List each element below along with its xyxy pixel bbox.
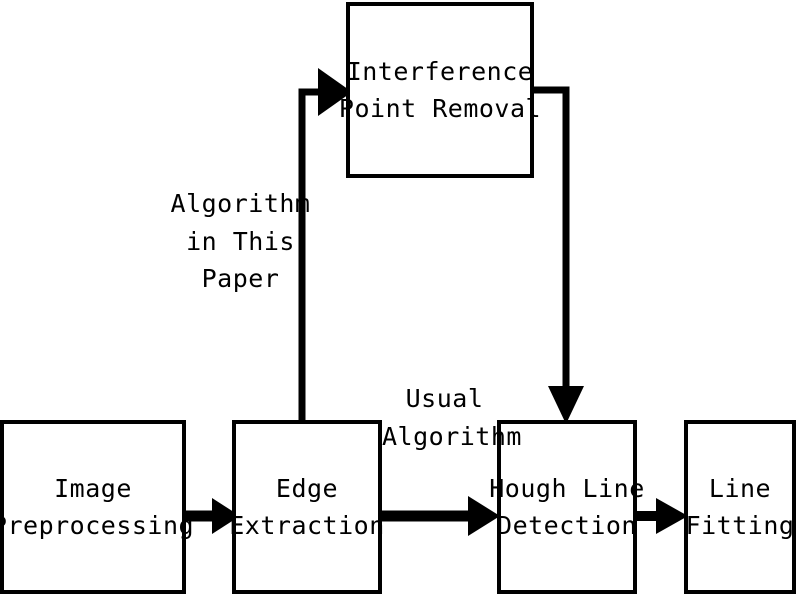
node-interference-point-removal-line-2: Point Removal xyxy=(338,94,542,123)
node-edge-extraction-line-1: Edge xyxy=(275,474,339,503)
node-image-preprocessing[interactable]: Image Preprocessing xyxy=(0,420,194,594)
edge-label-algorithm-in-this-paper: Algorithm in This Paper xyxy=(168,185,313,298)
node-hough-line-detection-line-2: Detection xyxy=(497,511,637,540)
arrow-hough-to-fitting xyxy=(637,498,688,534)
node-hough-line-detection[interactable]: Hough Line Detection xyxy=(489,420,644,594)
edge-label-usual-algorithm: Usual Algorithm xyxy=(382,380,522,455)
node-line-fitting-line-2: Fitting xyxy=(685,511,795,540)
arrow-edge-to-interference xyxy=(298,68,352,424)
node-edge-extraction[interactable]: Edge Extraction xyxy=(229,420,385,594)
arrow-preprocessing-to-edge xyxy=(186,498,240,534)
node-edge-extraction-line-2: Extraction xyxy=(229,511,385,540)
edge-label-usual-algorithm-line-1: Usual xyxy=(405,384,484,413)
edge-label-algorithm-in-this-paper-line-3: Paper xyxy=(201,264,280,293)
edge-label-algorithm-in-this-paper-line-2: in This xyxy=(186,226,295,256)
edge-label-algorithm-in-this-paper-line-1: Algorithm xyxy=(170,189,311,218)
arrow-interference-to-hough xyxy=(532,86,584,424)
node-line-fitting-line-1: Line xyxy=(708,474,772,503)
node-line-fitting[interactable]: Line Fitting xyxy=(684,420,796,594)
edge-label-usual-algorithm-line-2: Algorithm xyxy=(382,421,522,451)
node-interference-point-removal-line-1: Interference xyxy=(346,57,534,86)
arrow-edge-to-hough xyxy=(382,496,500,536)
node-hough-line-detection-line-1: Hough Line xyxy=(489,474,645,503)
node-interference-point-removal[interactable]: Interference Point Removal xyxy=(339,2,541,178)
node-image-preprocessing-line-1: Image xyxy=(54,474,132,503)
node-image-preprocessing-line-2: Preprocessing xyxy=(0,511,195,540)
